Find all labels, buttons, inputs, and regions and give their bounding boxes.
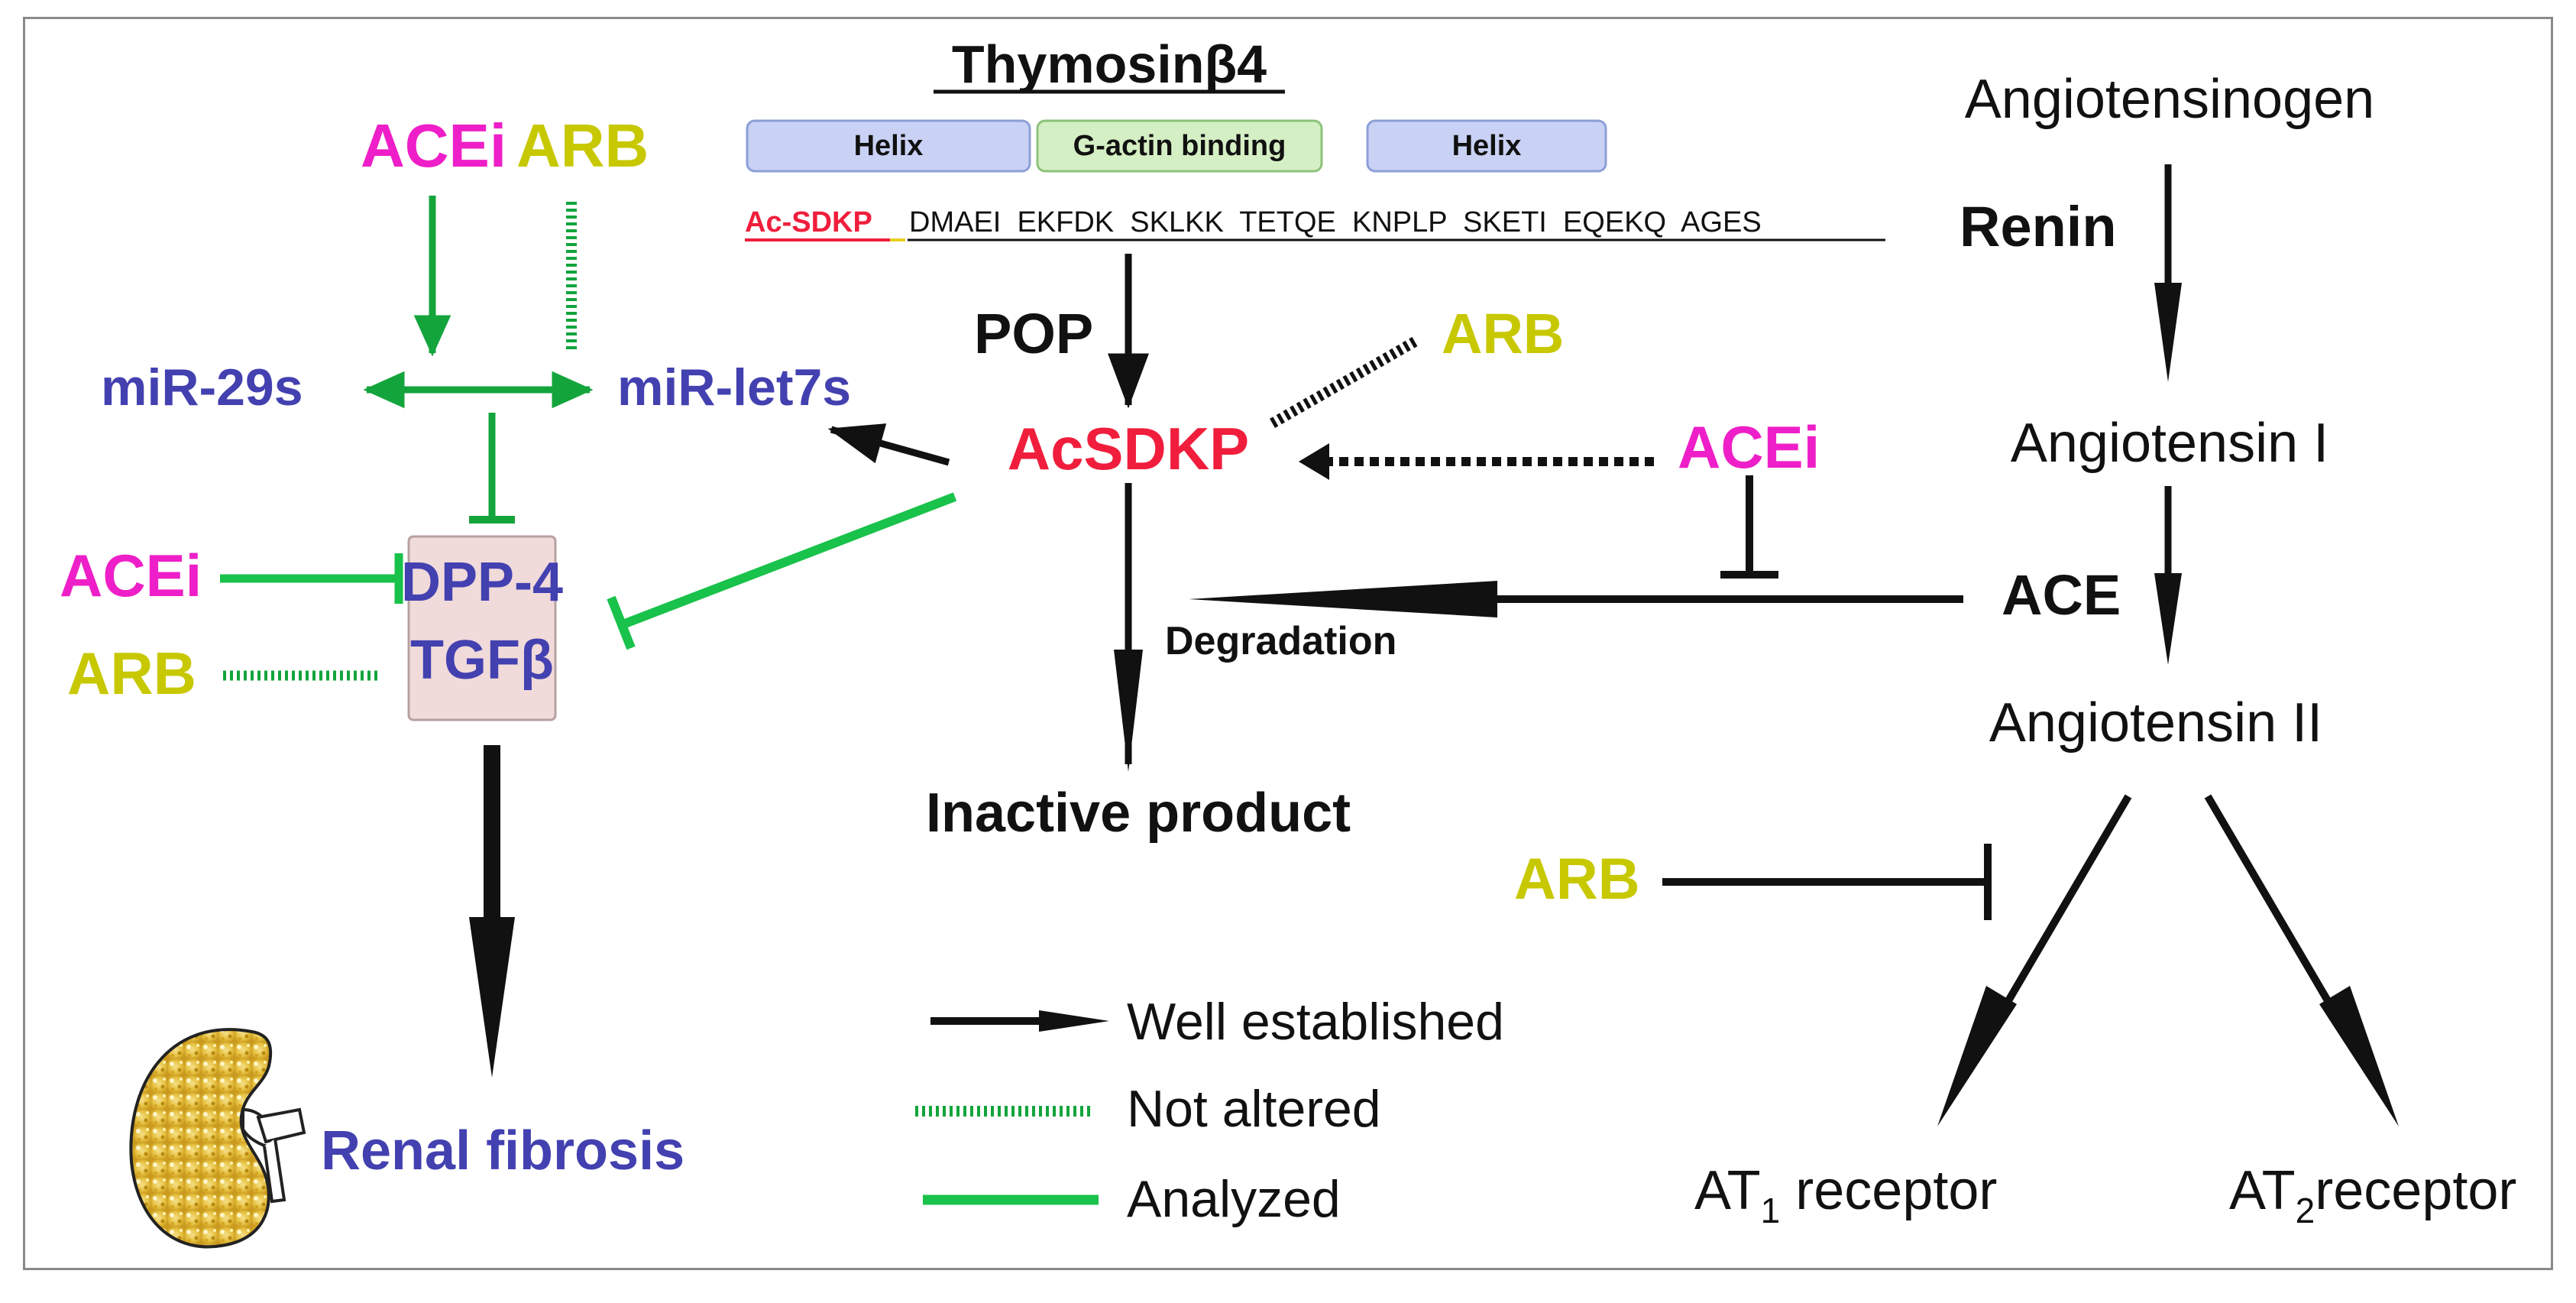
g-actin-binding-label: G-actin binding [1073, 130, 1286, 162]
angiotensin-1-label: Angiotensin I [2011, 413, 2328, 474]
legend-well-established-label: Well established [1127, 993, 1504, 1051]
legend: Well established Not altered Analyzed [915, 993, 1504, 1228]
ace-arrow-head [2154, 573, 2182, 665]
ace-degradation-head [1189, 581, 1497, 617]
sequence-rest: DMAEI EKFDK SKLKK TETQE KNPLP SKETI EQEK… [909, 206, 1762, 238]
arb-middle-label: ARB [1442, 302, 1564, 365]
acsdkp-to-inactive-head [1114, 650, 1143, 772]
middle-section: POP ARB AcSDKP ACEi Degradation Inactive… [607, 254, 1963, 844]
helix-domain-2 [1366, 119, 1607, 173]
at2-receptor-label: AT2receptor [2229, 1160, 2516, 1230]
inactive-product-label: Inactive product [926, 783, 1351, 844]
acsdkp-label: AcSDKP [1008, 415, 1249, 482]
renin-arrow-head [2154, 283, 2182, 382]
acei-middle-label: ACEi [1678, 413, 1820, 481]
g-actin-binding-domain [1036, 119, 1323, 173]
renal-fibrosis-label: Renal fibrosis [321, 1120, 684, 1181]
degradation-label: Degradation [1165, 619, 1396, 663]
mir-29s-label: miR-29s [101, 358, 303, 417]
helix-domain-2-label: Helix [1452, 130, 1522, 162]
tgfb-label: TGFβ [410, 630, 554, 691]
ang2-to-at1-head [1937, 986, 2017, 1126]
renin-label: Renin [1960, 195, 2117, 258]
ang2-to-at2-shaft [2204, 794, 2335, 1010]
ace-label: ACE [2002, 563, 2121, 627]
acsdkp-to-mirlet7-arrow [827, 423, 950, 466]
left-section: ACEi ARB miR-29s miR-let7s DPP-4 TGFβ AC… [60, 112, 851, 1249]
acsdkp-inhibits-dpp4-line [623, 492, 957, 628]
acsdkp-inhibits-dpp4-bar [607, 595, 636, 650]
mir-let7s-label: miR-let7s [617, 358, 851, 417]
pop-label: POP [974, 302, 1093, 365]
acei-to-acsdkp-head [1299, 443, 1329, 480]
arb-to-acsdkp-dotted [1267, 336, 1418, 430]
at1-receptor-label: AT1 receptor [1694, 1160, 1997, 1230]
acei-mid-label: ACEi [60, 542, 202, 609]
angiotensin-2-label: Angiotensin II [1989, 692, 2322, 754]
arb-mid-label: ARB [67, 640, 196, 707]
legend-not-altered-label: Not altered [1127, 1080, 1381, 1138]
sequence-acsdkp: Ac-SDKP [745, 206, 872, 238]
box-to-fibrosis-head [469, 917, 515, 1078]
dpp4-tgfb-box [407, 535, 557, 721]
kidney-icon [129, 1028, 306, 1249]
ras-section: Angiotensinogen Renin Angiotensin I ACE … [1514, 69, 2516, 1230]
helix-domain-1-label: Helix [854, 130, 924, 162]
ang2-to-at2-head [2319, 986, 2399, 1126]
angiotensinogen-label: Angiotensinogen [1965, 69, 2374, 130]
dpp4-label: DPP-4 [401, 552, 563, 613]
helix-domain-1 [746, 119, 1031, 173]
thymosin-section: Thymosinβ4 Helix G-actin binding Helix A… [745, 34, 1885, 241]
arb-right-label: ARB [1514, 847, 1640, 912]
thymosin-title: Thymosinβ4 [952, 34, 1267, 94]
arb-top-label: ARB [516, 112, 649, 180]
legend-well-established-head [1039, 1010, 1109, 1032]
ang2-to-at1-shaft [2001, 794, 2132, 1010]
acei-top-label: ACEi [361, 112, 506, 180]
legend-analyzed-label: Analyzed [1127, 1170, 1341, 1228]
figure-frame [23, 17, 2553, 1270]
